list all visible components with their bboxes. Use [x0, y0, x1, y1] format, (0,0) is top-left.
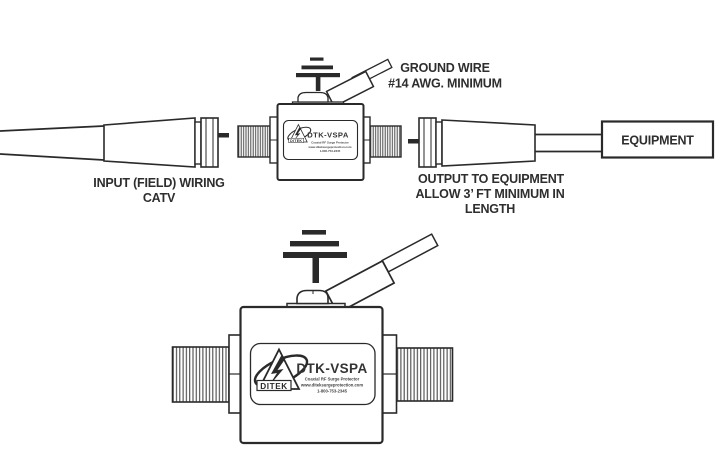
surge-protector-small: DITEK DTK-VSPA Coaxial RF Surge Protecto… — [237, 91, 402, 181]
input-note-line2: CATV — [143, 191, 176, 205]
equipment-box: EQUIPMENT — [600, 120, 715, 159]
label-large-subline1: Coaxial RF Surge Protector — [305, 377, 360, 382]
equipment-label: EQUIPMENT — [621, 134, 694, 148]
label-subline2: www.diteksurgeprotection.com — [308, 145, 352, 149]
label-large-subline3: 1-800-753-2345 — [317, 389, 347, 394]
label-large-subline2: www.diteksurgeprotection.com — [300, 383, 363, 388]
surge-protector-large: DITEK DTK-VSPA Coaxial RF Surge Protecto… — [171, 289, 454, 445]
output-f-connector — [408, 117, 536, 168]
output-note-line1: OUTPUT TO EQUIPMENT — [418, 172, 565, 186]
output-note-line3: LENGTH — [465, 202, 515, 216]
input-note-line1: INPUT (FIELD) WIRING — [93, 176, 224, 190]
ground-note-line2: #14 AWG. MINIMUM — [388, 77, 502, 91]
brand-text-large: DITEK — [260, 382, 288, 391]
threaded-port-right — [368, 125, 402, 158]
center-pin — [218, 133, 229, 138]
input-coax-cable — [0, 125, 105, 161]
ditek-logo-icon-large: DITEK — [253, 347, 309, 392]
threaded-port-right-large — [395, 347, 454, 402]
model-text: DTK-VSPA — [307, 131, 349, 140]
label-subline3: 1-800-753-2345 — [320, 149, 341, 153]
ground-wire-lug-large — [324, 233, 439, 315]
threaded-port-left — [237, 125, 271, 158]
ground-note-line1: GROUND WIRE — [400, 61, 489, 75]
output-coax-cable — [535, 133, 602, 153]
top-installation-view: DITEK DTK-VSPA Coaxial RF Surge Protecto… — [0, 57, 715, 216]
threaded-port-left-large — [171, 346, 230, 403]
label-subline1: Coaxial RF Surge Protector — [311, 141, 349, 145]
ditek-logo-icon: DITEK — [287, 123, 312, 143]
center-pin — [408, 139, 419, 144]
detail-view: DITEK DTK-VSPA Coaxial RF Surge Protecto… — [171, 230, 454, 445]
input-f-connector — [103, 117, 229, 168]
model-text-large: DTK-VSPA — [296, 361, 367, 376]
product-label-small: DITEK DTK-VSPA Coaxial RF Surge Protecto… — [282, 119, 359, 161]
brand-text: DITEK — [290, 139, 302, 143]
product-label-large: DITEK DTK-VSPA Coaxial RF Surge Protecto… — [249, 342, 376, 406]
earth-ground-icon — [296, 57, 340, 91]
earth-ground-icon-large — [283, 230, 347, 283]
ground-wire-lug — [325, 58, 393, 108]
output-note-line2: ALLOW 3’ FT MINIMUM IN — [415, 187, 564, 201]
